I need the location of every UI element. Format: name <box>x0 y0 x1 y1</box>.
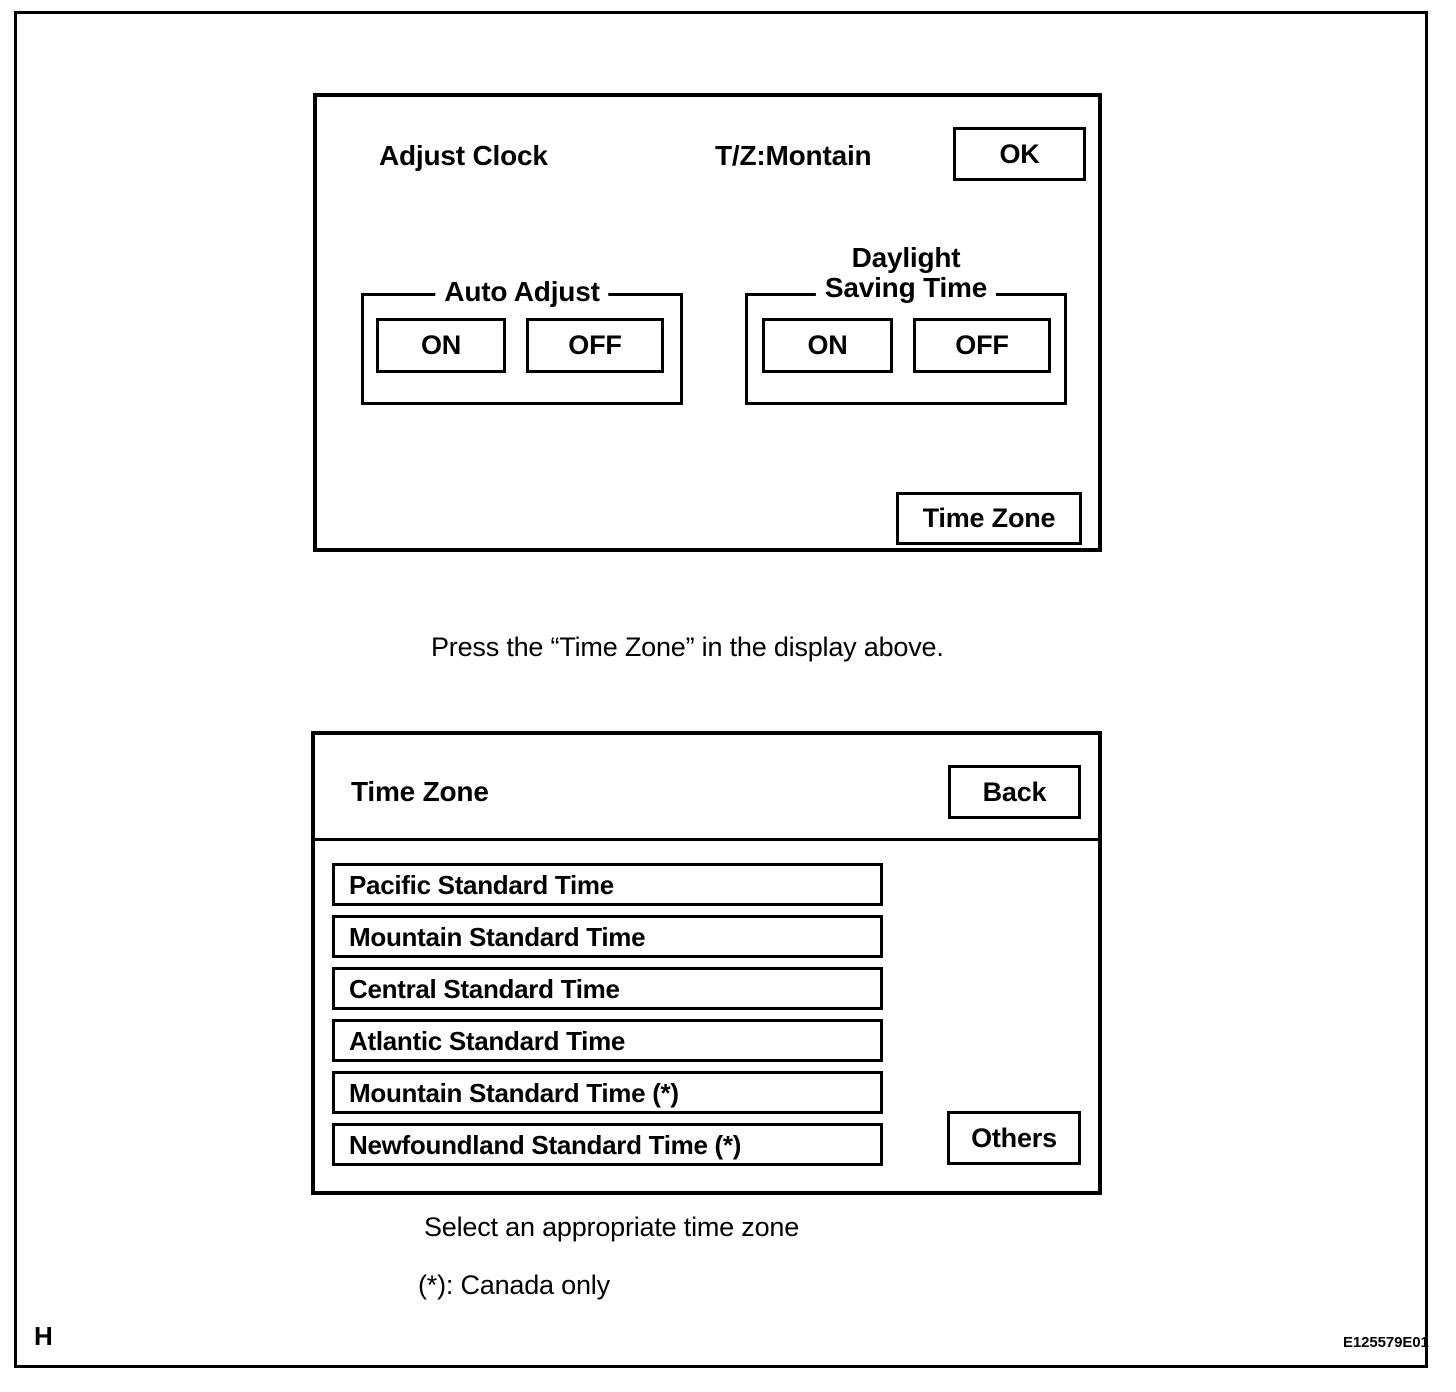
time-zone-indicator: T/Z:Montain <box>715 140 872 171</box>
auto-adjust-group-legend: Auto Adjust <box>435 277 609 307</box>
daylight-saving-on-button[interactable]: ON <box>762 318 893 373</box>
back-button[interactable]: Back <box>948 765 1081 819</box>
document-frame <box>14 11 1428 1368</box>
others-button[interactable]: Others <box>947 1111 1081 1165</box>
time-zone-heading: Time Zone <box>351 776 489 807</box>
caption-canada-only: (*): Canada only <box>418 1270 610 1300</box>
page-title: Adjust Clock <box>379 140 548 171</box>
daylight-legend-line-1: Daylight <box>851 242 961 273</box>
auto-adjust-off-button[interactable]: OFF <box>526 318 664 373</box>
sheet-mark: H <box>34 1321 53 1351</box>
caption-press-time-zone: Press the “Time Zone” in the display abo… <box>431 632 944 662</box>
header-divider <box>315 838 1098 841</box>
auto-adjust-group: Auto Adjust ON OFF <box>361 277 683 405</box>
daylight-saving-time-group: Daylight Saving Time ON OFF <box>745 243 1067 405</box>
time-zone-list: Pacific Standard Time Mountain Standard … <box>332 863 883 1166</box>
time-zone-screen: Time Zone Back Pacific Standard Time Mou… <box>311 731 1102 1195</box>
daylight-saving-off-button[interactable]: OFF <box>913 318 1051 373</box>
time-zone-header: Time Zone Back <box>315 735 1098 838</box>
list-item[interactable]: Pacific Standard Time <box>332 863 883 906</box>
list-item[interactable]: Atlantic Standard Time <box>332 1019 883 1062</box>
time-zone-button[interactable]: Time Zone <box>896 492 1082 545</box>
daylight-legend-line-2: Saving Time <box>824 272 988 303</box>
list-item[interactable]: Mountain Standard Time <box>332 915 883 958</box>
auto-adjust-buttons: ON OFF <box>361 293 683 405</box>
list-item[interactable]: Mountain Standard Time (*) <box>332 1071 883 1114</box>
figure-code: E125579E01 <box>1343 1334 1429 1351</box>
adjust-clock-screen: Adjust Clock T/Z:Montain OK Auto Adjust … <box>313 93 1102 552</box>
daylight-saving-time-group-legend: Daylight Saving Time <box>815 242 997 303</box>
auto-adjust-on-button[interactable]: ON <box>376 318 506 373</box>
caption-select-time-zone: Select an appropriate time zone <box>424 1212 800 1242</box>
list-item[interactable]: Newfoundland Standard Time (*) <box>332 1123 883 1166</box>
ok-button[interactable]: OK <box>953 127 1086 181</box>
daylight-saving-time-buttons: ON OFF <box>745 293 1067 405</box>
list-item[interactable]: Central Standard Time <box>332 967 883 1010</box>
